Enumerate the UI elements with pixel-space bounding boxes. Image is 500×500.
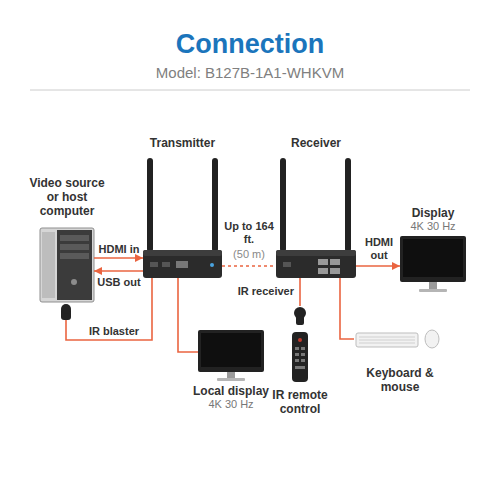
node-label: Local display (186, 384, 276, 398)
distance-metric: (50 m) (219, 247, 279, 261)
local-display: Local display4K 30 Hz (198, 330, 264, 412)
connector-line (222, 265, 276, 267)
node-text-group: Receiver (271, 136, 361, 150)
signal-connector (94, 254, 143, 262)
remote-display: Display4K 30 Hz (400, 206, 466, 294)
model-number: Model: B127B-1A1-WHKVM (0, 64, 500, 82)
signal-connector (94, 267, 143, 275)
connector-label: IR receiver (216, 285, 294, 298)
connector-line (340, 278, 354, 339)
signal-connector (222, 266, 276, 267)
node-label: Transmitter (138, 136, 228, 150)
ir-remote-control: IR remote control (280, 306, 320, 418)
keyboard-mouse (356, 330, 439, 348)
signal-connector (300, 278, 301, 306)
arrow-head (135, 254, 143, 262)
connector-label: HDMI in (94, 243, 144, 256)
node-text-group: Display4K 30 Hz (393, 206, 473, 233)
connector-label: HDMI out (358, 236, 400, 262)
keyboard-mouse-input: Keyboard & mouse (354, 330, 446, 398)
connector-line (299, 278, 301, 306)
receiver-unit: Receiver (276, 136, 356, 278)
transmitter-unit: Transmitter (143, 136, 222, 278)
node-label: IR remote control (263, 388, 337, 416)
local-display-monitor (198, 330, 264, 381)
transmitter-device (143, 158, 222, 278)
connector-label: Up to 164 ft. (219, 220, 279, 246)
computer-tower (40, 228, 94, 302)
connector-label: USB out (94, 276, 144, 289)
arrow-head (94, 267, 102, 275)
node-text-group: Local display4K 30 Hz (186, 384, 276, 411)
signal-connector (340, 278, 354, 339)
node-text-group: Video source or host computer (22, 176, 112, 218)
node-text-group: Keyboard & mouse (365, 366, 435, 394)
node-label: Receiver (271, 136, 361, 150)
arrow-head (392, 262, 400, 270)
ir-remote (292, 332, 308, 382)
diagram-title: Connection (0, 28, 500, 60)
connector-line (178, 278, 198, 352)
signal-connector (356, 262, 400, 270)
host-computer: Video source or host computer (40, 176, 94, 320)
node-label: Video source or host computer (22, 176, 112, 218)
node-label: Keyboard & mouse (365, 366, 435, 394)
node-spec: 4K 30 Hz (393, 220, 473, 233)
receiver-device (276, 158, 356, 278)
display-monitor (400, 236, 466, 292)
node-spec: 4K 30 Hz (186, 398, 276, 411)
node-text-group: Transmitter (138, 136, 228, 150)
ir-blaster (61, 304, 71, 320)
node-text-group: IR remote control (263, 388, 337, 416)
divider-rule (30, 90, 470, 91)
connector-label: IR blaster (78, 325, 150, 338)
node-label: Display (393, 206, 473, 220)
ir-receiver-sensor (294, 307, 306, 325)
signal-connector (178, 278, 198, 352)
